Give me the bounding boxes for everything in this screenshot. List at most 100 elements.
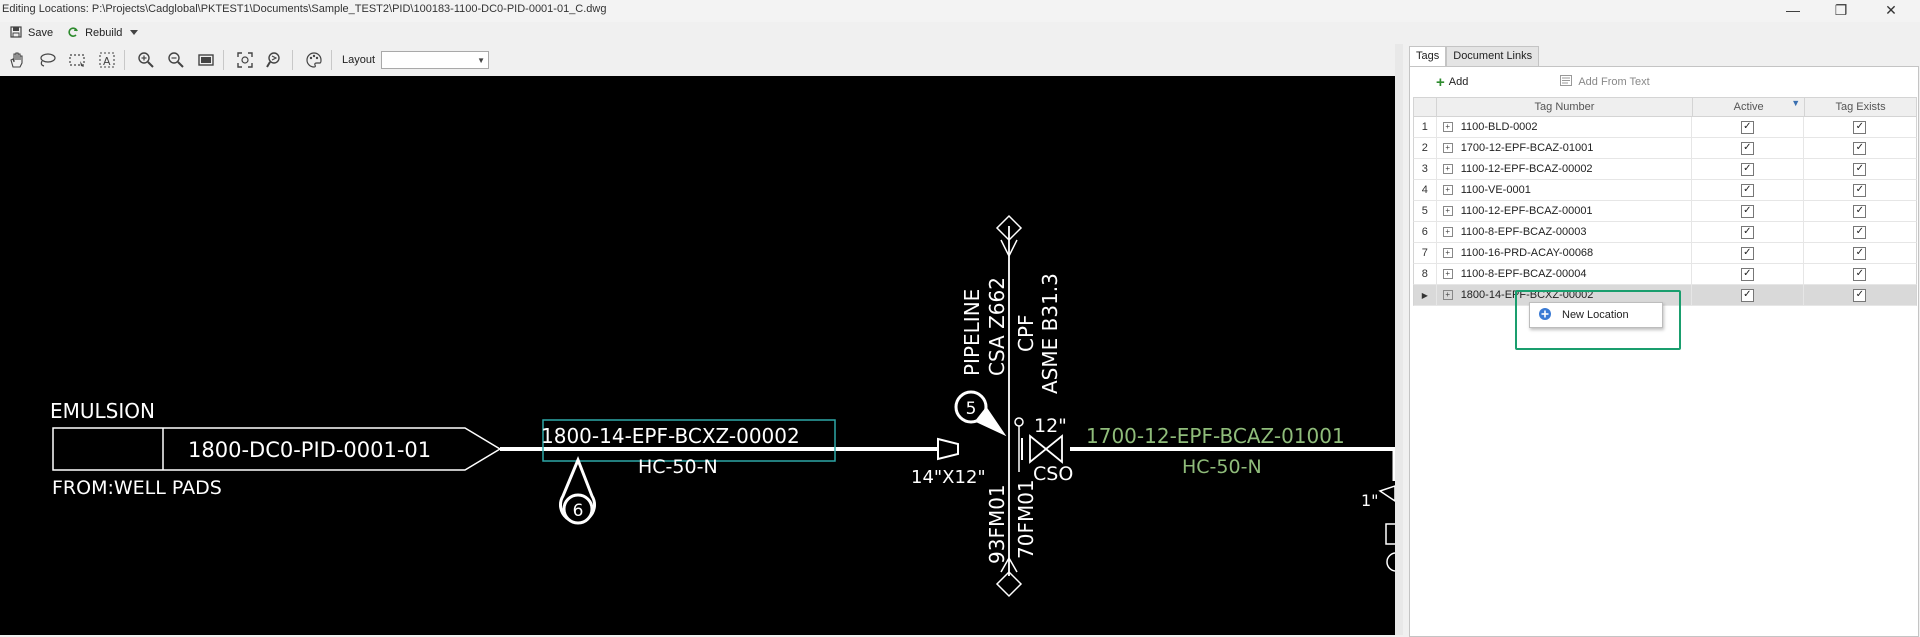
table-row[interactable]: 6+1100-8-EPF-BCAZ-00003✓✓ [1413, 222, 1917, 243]
save-button[interactable]: Save [6, 23, 57, 43]
bubble-5-label: 5 [966, 399, 977, 419]
active-checkbox[interactable]: ✓ [1740, 225, 1754, 239]
partial-arrow-symbol [1378, 485, 1395, 502]
row-index: 8 [1414, 264, 1437, 284]
main-toolbar: Save Rebuild [0, 22, 1395, 44]
active-checkbox[interactable]: ✓ [1740, 267, 1754, 281]
active-checkbox[interactable]: ✓ [1740, 288, 1754, 302]
plus-icon: + [1436, 73, 1445, 91]
rectangle-select-icon[interactable] [64, 47, 90, 73]
active-checkbox[interactable]: ✓ [1740, 120, 1754, 134]
partial-size-label: 1" [1361, 491, 1379, 510]
title-bar: Editing Locations: P:\Projects\Cadglobal… [0, 0, 1920, 22]
zoom-out-icon[interactable] [163, 47, 189, 73]
rebuild-button[interactable]: Rebuild [63, 23, 126, 43]
splitter[interactable] [1395, 44, 1403, 635]
tag-number-label: 1100-12-EPF-BCAZ-00002 [1460, 163, 1593, 175]
tab-document-links[interactable]: Document Links [1446, 46, 1540, 67]
column-header-tag-number[interactable]: Tag Number [1437, 98, 1694, 116]
add-from-text-button[interactable]: Add From Text [1560, 75, 1650, 89]
expand-icon[interactable]: + [1442, 269, 1453, 279]
expand-icon[interactable]: + [1442, 290, 1453, 300]
toolbar-separator [223, 50, 224, 70]
selected-tag-highlight[interactable] [542, 419, 836, 462]
expand-icon[interactable]: + [1442, 122, 1453, 132]
tag-exists-cell: ✓ [1804, 285, 1916, 305]
table-row[interactable]: 8+1100-8-EPF-BCAZ-00004 ✓ ✓ [1413, 264, 1917, 285]
active-checkbox[interactable]: ✓ [1740, 183, 1754, 197]
zoom-in-icon[interactable] [133, 47, 159, 73]
active-checkbox[interactable]: ✓ [1740, 141, 1754, 155]
tag-number-cell[interactable]: +1100-BLD-0002 [1437, 117, 1693, 137]
tag-number-label: 1700-12-EPF-BCAZ-01001 [1460, 142, 1594, 154]
lasso-icon[interactable] [34, 47, 60, 73]
active-cell: ✓ [1692, 159, 1804, 179]
table-row[interactable]: 1+1100-BLD-0002✓✓ [1413, 117, 1917, 138]
expand-icon[interactable]: + [1442, 185, 1453, 195]
tag-number-cell[interactable]: +1100-8-EPF-BCAZ-00004 [1437, 264, 1693, 284]
tag-exists-checkbox[interactable]: ✓ [1853, 246, 1867, 260]
context-menu-highlight [1515, 290, 1681, 350]
expand-icon[interactable]: + [1442, 248, 1453, 258]
text-select-icon[interactable]: A [94, 47, 120, 73]
active-checkbox[interactable]: ✓ [1740, 162, 1754, 176]
context-menu-item-new-location[interactable]: New Location [1562, 309, 1629, 321]
tag-number-cell[interactable]: +1800-14-EPF-BCXZ-00002 [1437, 285, 1693, 305]
tag-number-cell[interactable]: +1100-12-EPF-BCAZ-00001 [1437, 201, 1693, 221]
table-row[interactable]: 4+1100-VE-0001✓✓ [1413, 180, 1917, 201]
from-well-pads-label: FROM:WELL PADS [52, 477, 222, 499]
filter-icon[interactable]: ▼ [1791, 98, 1801, 108]
svg-text:A: A [103, 55, 111, 68]
table-row[interactable]: 5+1100-12-EPF-BCAZ-00001✓✓ [1413, 201, 1917, 222]
table-row[interactable]: 7+1100-16-PRD-ACAY-00068✓✓ [1413, 243, 1917, 264]
tag-number-label: 1100-BLD-0002 [1460, 121, 1538, 133]
spec-break-bottom-arrow [1000, 556, 1018, 573]
add-label: Add [1448, 76, 1469, 88]
tag-exists-checkbox[interactable]: ✓ [1853, 267, 1867, 281]
tag-number-cell[interactable]: +1100-8-EPF-BCAZ-00003 [1437, 222, 1693, 242]
column-header-active[interactable]: Active ▼ [1693, 98, 1806, 116]
tag-exists-checkbox[interactable]: ✓ [1853, 120, 1867, 134]
zoom-previous-icon[interactable] [262, 47, 288, 73]
drawing-canvas[interactable]: EMULSION 1800-DC0-PID-0001-01 FROM:WELL … [0, 76, 1395, 635]
column-header-tag-exists[interactable]: Tag Exists [1835, 101, 1886, 113]
tag-number-cell[interactable]: +1100-16-PRD-ACAY-00068 [1437, 243, 1693, 263]
add-button[interactable]: + Add [1436, 74, 1468, 91]
tag-exists-cell: ✓ [1804, 180, 1916, 200]
tab-tags[interactable]: Tags [1409, 46, 1447, 69]
tag-exists-checkbox[interactable]: ✓ [1853, 225, 1867, 239]
zoom-window-icon[interactable] [193, 47, 219, 73]
tag-exists-checkbox[interactable]: ✓ [1853, 162, 1867, 176]
valve-symbol [1029, 434, 1063, 464]
active-checkbox[interactable]: ✓ [1740, 204, 1754, 218]
pan-hand-icon[interactable] [4, 47, 30, 73]
tag-exists-checkbox[interactable]: ✓ [1853, 141, 1867, 155]
tag-exists-checkbox[interactable]: ✓ [1853, 288, 1867, 302]
active-checkbox[interactable]: ✓ [1740, 246, 1754, 260]
color-palette-icon[interactable] [301, 47, 327, 73]
line1-tag-label[interactable]: 1800-14-EPF-BCXZ-00002 [541, 424, 800, 448]
expand-icon[interactable]: + [1442, 143, 1453, 153]
table-row[interactable]: 3+1100-12-EPF-BCAZ-00002✓✓ [1413, 159, 1917, 180]
partial-box-symbol [1385, 523, 1395, 545]
expand-icon[interactable]: + [1442, 164, 1453, 174]
rebuild-dropdown-icon[interactable] [126, 23, 142, 43]
row-index: ▶ [1414, 285, 1437, 305]
zoom-extents-icon[interactable] [232, 47, 258, 73]
layout-select[interactable]: ▼ [381, 51, 490, 69]
tag-number-cell[interactable]: +1100-12-EPF-BCAZ-00002 [1437, 159, 1693, 179]
tag-exists-checkbox[interactable]: ✓ [1853, 183, 1867, 197]
expand-icon[interactable]: + [1442, 206, 1453, 216]
fm2-label: 70FM01 [1014, 479, 1038, 559]
tag-exists-checkbox[interactable]: ✓ [1853, 204, 1867, 218]
minimize-icon[interactable]: — [1786, 2, 1800, 18]
table-row[interactable]: 2+1700-12-EPF-BCAZ-01001✓✓ [1413, 138, 1917, 159]
tag-number-cell[interactable]: +1100-VE-0001 [1437, 180, 1693, 200]
close-icon[interactable]: ✕ [1885, 1, 1897, 18]
expand-icon[interactable]: + [1442, 227, 1453, 237]
restore-icon[interactable]: ❐ [1834, 1, 1848, 18]
spec-break-top-symbol [995, 214, 1023, 242]
tag-number-cell[interactable]: +1700-12-EPF-BCAZ-01001 [1437, 138, 1693, 158]
line2-tag-label[interactable]: 1700-12-EPF-BCAZ-01001 [1086, 424, 1345, 448]
tags-grid: Tag Number Active ▼ Tag Exists 1+1100-BL… [1413, 97, 1917, 306]
